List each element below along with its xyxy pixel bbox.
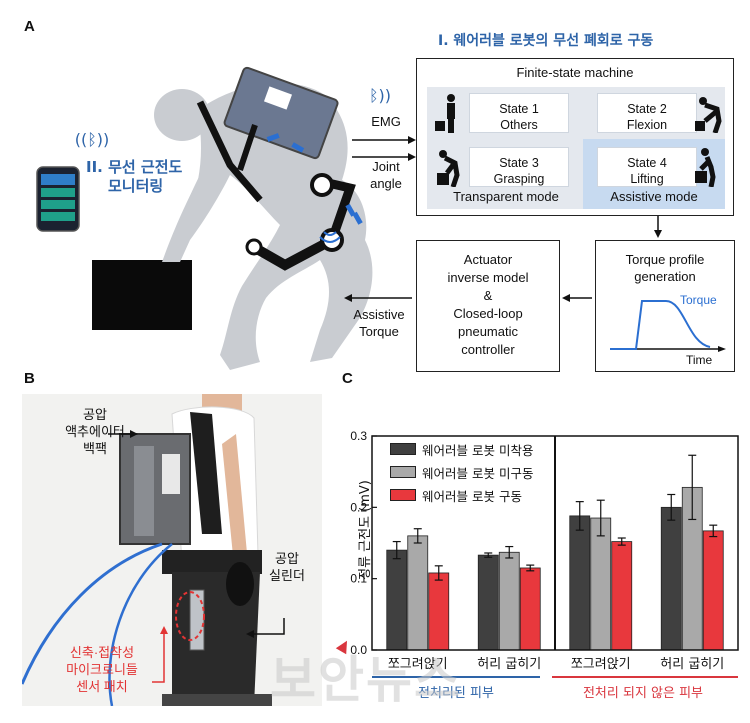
sensor-patch-label: 신축·접착성 마이크로니들 센서 패치	[66, 645, 138, 694]
x-category-label: 허리 굽히기	[477, 657, 541, 672]
left-arrow-2	[344, 294, 412, 302]
cylinder-pointer	[246, 618, 285, 638]
assistive-mode-label: Assistive mode	[610, 189, 698, 204]
panel-c-label: C	[342, 370, 353, 387]
torque-profile-box: Torque profile generation Torque Time	[595, 240, 735, 372]
bar	[590, 517, 612, 651]
input-arrows	[352, 136, 416, 161]
actuator-controller-box: Actuator inverse model & Closed-loop pne…	[416, 240, 560, 372]
bar	[407, 535, 429, 651]
torque-curve	[610, 300, 711, 350]
transparent-mode-label: Transparent mode	[453, 189, 559, 204]
legend-swatch-2	[390, 466, 416, 478]
standing-pose-icon	[435, 94, 455, 133]
backpack-label: 공압 액추에이터 백팩	[65, 407, 125, 456]
group-label-untreated: 전처리 되지 않은 피부	[582, 686, 704, 701]
down-arrow	[654, 216, 662, 238]
bar	[477, 554, 499, 651]
photo-panel: 공압 액추에이터 백팩 공압 실린더 신축·접착성 마이크로니들 센서 패치	[22, 394, 322, 706]
grasping-pose-icon	[437, 150, 460, 187]
flexion-pose-icon	[695, 97, 722, 133]
bar	[498, 551, 520, 651]
bluetooth-icon: ((ᛒ))	[74, 130, 110, 149]
state-3: State 3 Grasping	[469, 147, 569, 187]
bar	[386, 549, 408, 651]
assistive-torque-label: Assistive Torque	[353, 307, 405, 339]
bar	[428, 572, 450, 651]
cylinder-label: 공압 실린더	[269, 551, 305, 583]
bar	[569, 515, 591, 651]
panel-a-label: A	[24, 18, 35, 35]
legend-item-3: 웨어러블 로봇 구동	[390, 486, 533, 504]
x-category-label: 쪼그려앉기	[388, 657, 448, 672]
lifting-pose-icon	[695, 148, 716, 187]
left-arrow-1	[562, 294, 592, 302]
joint-angle-label: Joint angle	[370, 159, 402, 191]
x-category-label: 허리 굽히기	[660, 657, 724, 672]
bar	[611, 541, 633, 651]
watermark-text: 보안뉴스	[270, 651, 462, 709]
torque-profile-title: Torque profile generation	[625, 252, 705, 284]
panel-b-label: B	[24, 370, 35, 387]
legend-item-2: 웨어러블 로봇 미구동	[390, 463, 533, 481]
y-tick-label: 0.2	[350, 500, 367, 514]
bar	[702, 530, 724, 651]
group-underline-treated	[372, 676, 540, 678]
state-4: State 4 Lifting	[597, 147, 697, 187]
torque-curve-label: Torque	[680, 293, 717, 307]
backpack-pointer	[108, 430, 138, 438]
y-axis-label: 정류 근전도 (mV)	[358, 480, 373, 580]
state-2: State 2 Flexion	[597, 93, 697, 133]
y-tick-label: 0.1	[350, 572, 367, 586]
group-label-treated: 전처리된 피부	[418, 686, 494, 701]
panel-a-heading: I. 웨어러블 로봇의 무선 폐회로 구동	[438, 33, 654, 49]
legend-swatch-1	[390, 443, 416, 455]
phone-icon	[36, 166, 80, 232]
emg-bar-chart: 0.0 0.1 0.2 0.3 쪼그려앉기 허리 굽히기 쪼그려앉기 허리 굽히기	[350, 429, 739, 672]
x-category-label: 쪼그려앉기	[571, 657, 631, 672]
y-tick-label: 0.0	[350, 643, 367, 657]
bar	[519, 567, 541, 651]
time-axis-label: Time	[686, 353, 713, 367]
sensor-pointer	[152, 626, 168, 683]
torque-curve-plot	[610, 300, 726, 352]
wearer-photo	[22, 394, 272, 706]
y-tick-label: 0.3	[350, 429, 367, 443]
emg-label: EMG	[371, 114, 401, 129]
fsm-title: Finite-state machine	[516, 65, 634, 80]
fsm-box: Finite-state machine State 1 Others Stat…	[416, 58, 734, 216]
person-illustration	[92, 66, 373, 370]
legend-swatch-3	[390, 489, 416, 501]
bar	[660, 506, 682, 651]
bluetooth-emg-icon: ᛒ))	[368, 86, 392, 105]
legend-item-1: 웨어러블 로봇 미착용	[390, 440, 533, 458]
group-underline-untreated	[552, 676, 738, 678]
monitoring-title: II. 무선 근전도 모니터링	[86, 158, 183, 195]
legend: 웨어러블 로봇 미착용 웨어러블 로봇 미구동 웨어러블 로봇 구동	[390, 440, 533, 504]
state-1: State 1 Others	[469, 93, 569, 133]
actuator-text: Actuator inverse model & Closed-loop pne…	[447, 252, 529, 357]
lifted-box	[92, 260, 192, 330]
